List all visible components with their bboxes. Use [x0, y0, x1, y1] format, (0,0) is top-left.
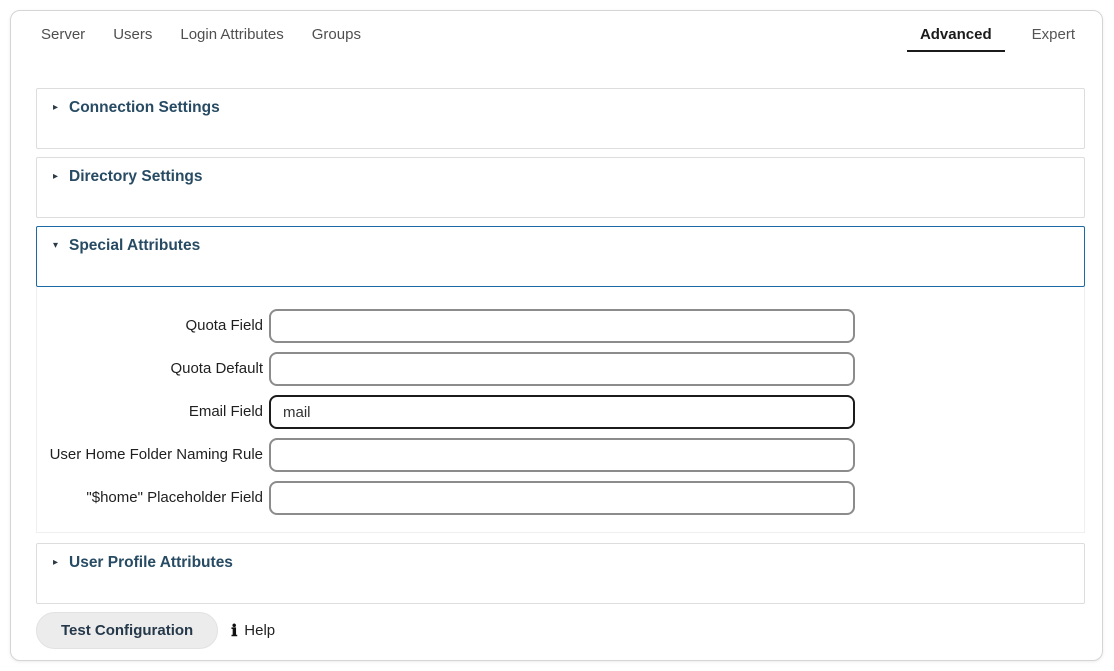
- tab-bar: Server Users Login Attributes Groups Adv…: [11, 11, 1102, 52]
- tab-login-attributes[interactable]: Login Attributes: [180, 26, 284, 43]
- footer-actions: Test Configuration ℹ Help: [36, 612, 1102, 649]
- section-special-attributes-header[interactable]: ▾ Special Attributes: [37, 227, 1084, 255]
- nav-tabs: Server Users Login Attributes Groups: [41, 24, 361, 46]
- form-row-email-field: Email Field: [37, 395, 1084, 429]
- section-directory-settings-header[interactable]: ▸ Directory Settings: [37, 158, 1084, 186]
- email-field-label: Email Field: [188, 403, 263, 420]
- ldap-settings-panel: Server Users Login Attributes Groups Adv…: [10, 10, 1103, 661]
- mode-tabs: Advanced Expert: [906, 24, 1088, 52]
- section-user-profile-attributes-header[interactable]: ▸ User Profile Attributes: [37, 544, 1084, 572]
- form-row-quota-field: Quota Field: [37, 309, 1084, 343]
- form-row-home-folder-naming-rule: User Home Folder Naming Rule: [37, 438, 1084, 472]
- tab-expert[interactable]: Expert: [1031, 26, 1075, 43]
- tab-groups[interactable]: Groups: [311, 26, 361, 43]
- section-title: User Profile Attributes: [69, 554, 233, 571]
- quota-field-input[interactable]: [269, 309, 855, 343]
- section-title: Directory Settings: [69, 168, 203, 185]
- quota-default-input[interactable]: [269, 352, 855, 386]
- caret-right-icon: ▸: [53, 102, 59, 113]
- home-folder-naming-rule-label: User Home Folder Naming Rule: [49, 446, 263, 463]
- tab-server[interactable]: Server: [41, 26, 86, 43]
- tab-advanced[interactable]: Advanced: [906, 24, 1005, 52]
- quota-default-label: Quota Default: [170, 360, 263, 377]
- section-title: Connection Settings: [69, 99, 220, 116]
- info-icon: ℹ: [231, 620, 238, 640]
- help-link[interactable]: ℹ Help: [231, 620, 276, 640]
- section-title: Special Attributes: [69, 237, 201, 254]
- caret-down-icon: ▾: [53, 240, 59, 251]
- form-row-quota-default: Quota Default: [37, 352, 1084, 386]
- section-connection-settings-header[interactable]: ▸ Connection Settings: [37, 89, 1084, 117]
- section-user-profile-attributes: ▸ User Profile Attributes: [36, 543, 1085, 604]
- test-configuration-button[interactable]: Test Configuration: [36, 612, 219, 649]
- email-field-input[interactable]: [269, 395, 855, 429]
- home-folder-naming-rule-input[interactable]: [269, 438, 855, 472]
- tab-users[interactable]: Users: [113, 26, 153, 43]
- section-special-attributes: ▾ Special Attributes: [36, 226, 1085, 287]
- home-placeholder-field-input[interactable]: [269, 481, 855, 515]
- caret-right-icon: ▸: [53, 171, 59, 182]
- quota-field-label: Quota Field: [185, 317, 263, 334]
- help-link-label: Help: [244, 621, 276, 639]
- section-list: ▸ Connection Settings ▸ Directory Settin…: [36, 88, 1085, 604]
- form-row-home-placeholder-field: "$home" Placeholder Field: [37, 481, 1084, 515]
- caret-right-icon: ▸: [53, 557, 59, 568]
- special-attributes-form: Quota Field Quota Default Email Field Us…: [36, 287, 1085, 533]
- section-directory-settings: ▸ Directory Settings: [36, 157, 1085, 218]
- section-connection-settings: ▸ Connection Settings: [36, 88, 1085, 149]
- home-placeholder-field-label: "$home" Placeholder Field: [86, 489, 263, 506]
